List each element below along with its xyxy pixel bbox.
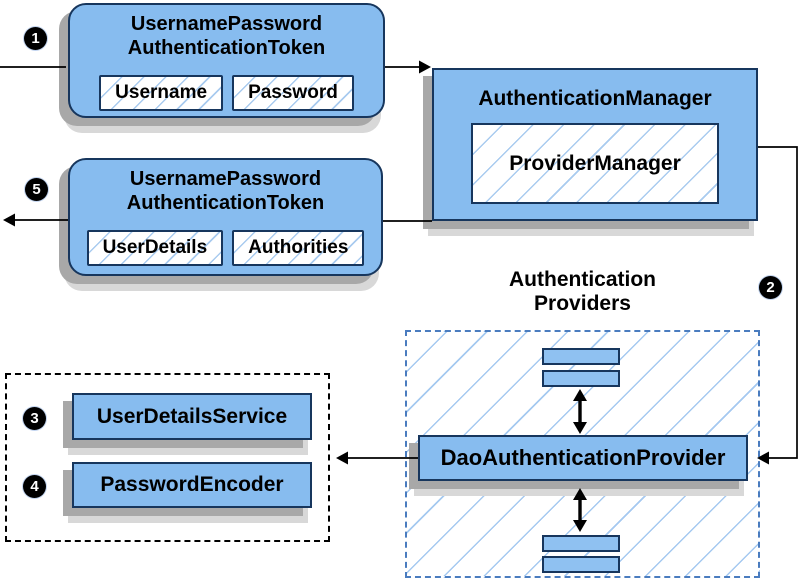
userdetails-field-box: UserDetails [86,230,224,266]
dao-authentication-provider-box: DaoAuthenticationProvider [418,435,748,481]
step-4-badge: 4 [23,475,46,498]
response-token-title: UsernamePassword AuthenticationToken [70,167,381,215]
authorities-field-box: Authorities [232,230,365,266]
step-2-badge: 2 [759,276,782,299]
password-encoder-box: PasswordEncoder [72,462,312,508]
arrowhead-into-services-icon [336,451,348,465]
authentication-providers-label-line2: Providers [534,292,631,315]
user-details-service-box: UserDetailsService [72,393,312,440]
provider-manager-box: ProviderManager [471,123,719,204]
arrowhead-into-manager-icon [419,60,431,74]
request-token-title-line2: AuthenticationToken [127,37,326,59]
other-provider-rect-bottom-2 [542,556,620,573]
request-token-title: UsernamePassword AuthenticationToken [70,12,383,60]
step-1-badge: 1 [24,27,47,50]
other-provider-rect-bottom-1 [542,535,620,552]
authentication-providers-label: Authentication Providers [480,268,685,316]
other-provider-rect-top-1 [542,348,620,365]
request-token-box: UsernamePassword AuthenticationToken Use… [68,3,385,118]
request-token-fields: Username Password [70,75,383,111]
authentication-manager-box: AuthenticationManager ProviderManager [432,68,758,221]
response-token-title-line2: AuthenticationToken [126,192,325,214]
other-provider-rect-top-2 [542,370,620,387]
response-token-fields: UserDetails Authorities [70,230,381,266]
arrowhead-response-out-icon [3,213,15,227]
response-token-box: UsernamePassword AuthenticationToken Use… [68,158,383,276]
request-token-title-line1: UsernamePassword [130,13,323,35]
step-5-badge: 5 [25,178,48,201]
authentication-providers-label-line1: Authentication [509,268,656,291]
password-field-box: Password [232,75,354,111]
step-3-badge: 3 [23,407,46,430]
authentication-manager-title: AuthenticationManager [478,87,712,110]
username-field-box: Username [99,75,224,111]
manager-to-provider-line [758,146,798,459]
response-token-title-line1: UsernamePassword [129,168,322,190]
